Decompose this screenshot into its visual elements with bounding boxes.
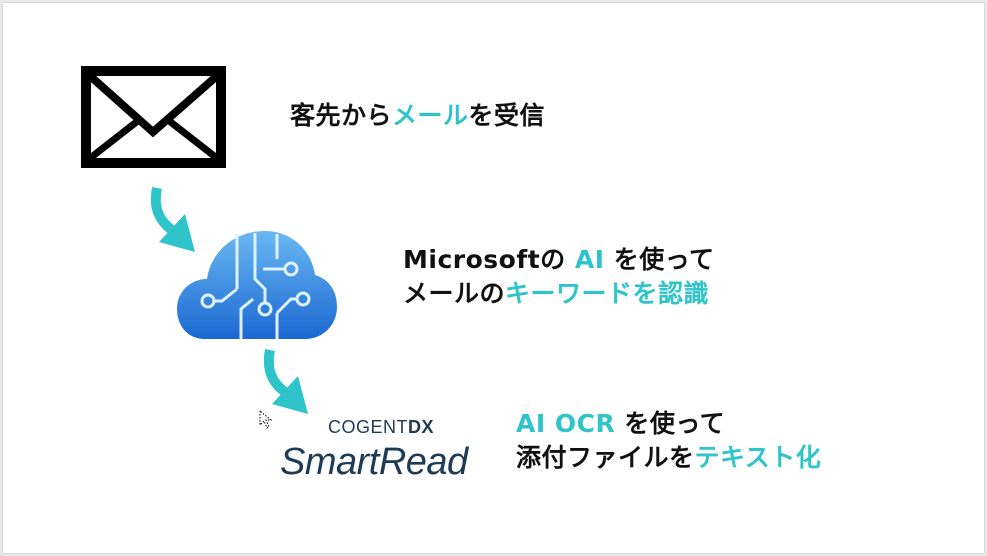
step3-line2: 添付ファイルをテキスト化 (516, 441, 821, 475)
step2-line1-suffix: を使って (604, 245, 715, 274)
arrow-down-right-icon (150, 187, 195, 252)
brand-product: SmartRead (280, 441, 468, 483)
step2-line2-prefix: メールの (403, 279, 506, 308)
cloud-circuit-icon (177, 231, 337, 339)
step3-line1-suffix: を使って (615, 409, 726, 438)
step1-suffix: を受信 (468, 101, 546, 130)
arrow-down-right-icon (263, 349, 308, 414)
envelope-icon (81, 66, 226, 168)
brand-company: COGENTDX (328, 416, 434, 438)
step1-highlight: メール (392, 101, 469, 130)
brand-company-regular: COGENT (328, 417, 409, 437)
step3-line1: AI OCR を使って (516, 407, 821, 441)
step3-line1-highlight: AI OCR (516, 409, 616, 438)
step2-line2: メールのキーワードを認識 (403, 277, 714, 311)
step1-text: 客先からメールを受信 (290, 99, 545, 133)
step1-prefix: 客先から (290, 101, 393, 130)
step2-line1: Microsoftの AI を使って (403, 243, 714, 277)
cursor-icon (259, 410, 273, 429)
step2-line2-suffix: を認識 (632, 279, 710, 308)
step3-text: AI OCR を使って 添付ファイルをテキスト化 (516, 407, 821, 475)
slide-canvas: 客先からメールを受信 (3, 3, 984, 553)
step2-line1-highlight: AI (574, 245, 605, 274)
brand-company-bold: DX (408, 417, 435, 437)
step2-line2-highlight: キーワード (505, 279, 633, 308)
step2-line1-prefix: Microsoftの (403, 245, 575, 274)
step3-line2-highlight: テキスト化 (694, 443, 822, 472)
step2-text: Microsoftの AI を使って メールのキーワードを認識 (403, 243, 714, 311)
step3-line2-prefix: 添付ファイルを (516, 443, 695, 472)
